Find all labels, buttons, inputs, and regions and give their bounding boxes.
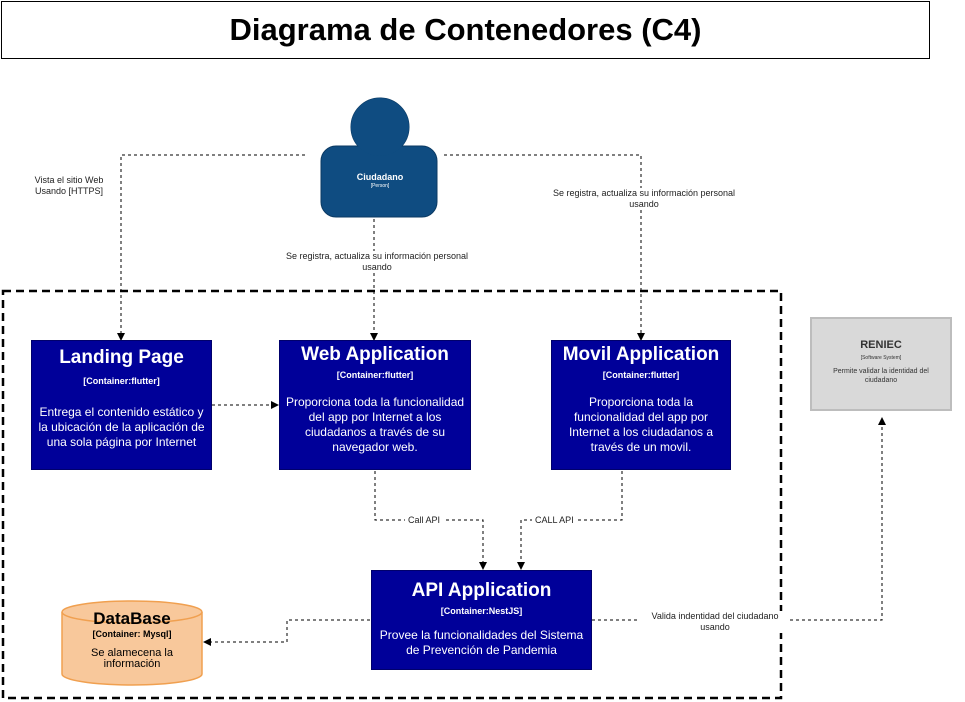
container-name: Web Application: [301, 344, 449, 365]
person-name: Ciudadano: [356, 172, 404, 182]
label-movil-api: CALL API: [532, 515, 577, 526]
container-landing-page[interactable]: Landing Page [Container:flutter] Entrega…: [31, 340, 212, 470]
person-type: [Person]: [370, 183, 390, 189]
container-description: Provee la funcionalidades del Sistema de…: [379, 627, 584, 657]
system-boundary: [1, 289, 783, 700]
edge-api-db: [203, 619, 370, 646]
container-name: API Application: [411, 580, 552, 601]
database-tech: [Container: Mysql]: [92, 629, 172, 639]
container-movil-application[interactable]: Movil Application [Container:flutter] Pr…: [551, 340, 731, 470]
database-cylinder: [61, 600, 203, 686]
label-api-reniec: Valida indentidad del ciudadano usando: [640, 611, 790, 633]
person-icon: [320, 97, 438, 218]
label-person-web: Se registra, actualiza su información pe…: [272, 251, 482, 273]
diagram-title: Diagrama de Contenedores (C4): [229, 12, 702, 47]
edge-movil-api: [517, 471, 623, 570]
external-system-description: Permite validar la identidad del ciudada…: [833, 368, 929, 384]
external-system-reniec[interactable]: RENIEC [Software System] Permite validar…: [810, 317, 952, 411]
database-name: DataBase: [93, 609, 171, 628]
container-name: Landing Page: [59, 347, 184, 368]
label-person-movil: Se registra, actualiza su información pe…: [539, 188, 749, 210]
person-label: Ciudadano [Person]: [330, 172, 430, 189]
database-description: Se alamecena la información: [91, 647, 173, 670]
label-web-api: Call API: [405, 515, 444, 526]
container-web-application[interactable]: Web Application [Container:flutter] Prop…: [279, 340, 471, 470]
container-tech: [Container:flutter]: [336, 370, 414, 380]
container-api-application[interactable]: API Application [Container:NestJS] Prove…: [371, 570, 592, 670]
external-system-name: RENIEC: [860, 339, 902, 351]
database-label[interactable]: DataBase [Container: Mysql] Se alamecena…: [62, 609, 202, 670]
container-description: Proporciona toda la funcionalidad del ap…: [568, 394, 714, 454]
container-tech: [Container:NestJS]: [440, 606, 523, 616]
container-tech: [Container:flutter]: [602, 370, 680, 380]
container-description: Proporciona toda la funcionalidad del ap…: [285, 394, 465, 454]
container-description: Entrega el contenido estático y la ubica…: [38, 405, 205, 449]
external-system-type: [Software System]: [860, 355, 902, 361]
container-tech: [Container:flutter]: [83, 376, 160, 386]
container-name: Movil Application: [562, 344, 720, 365]
edge-person-landing: [117, 154, 305, 341]
diagram-title-box: Diagrama de Contenedores (C4): [1, 1, 930, 59]
edge-person-movil: [444, 154, 645, 341]
label-person-landing: Vista el sitio Web Usando [HTTPS]: [26, 175, 112, 197]
